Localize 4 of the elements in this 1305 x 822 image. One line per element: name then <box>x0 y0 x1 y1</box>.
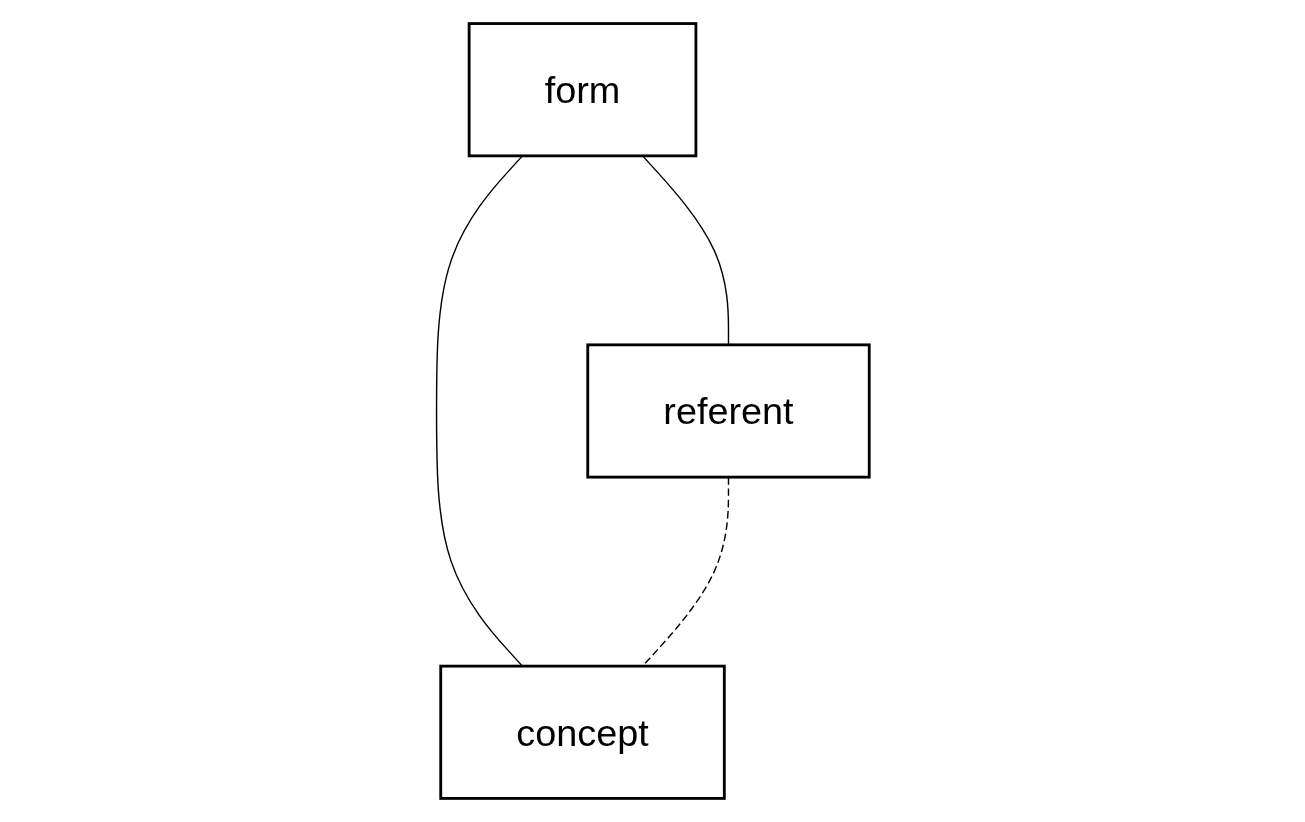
node-box: concept <box>438 664 726 800</box>
connector <box>435 155 523 667</box>
node-box: form <box>467 22 697 158</box>
node-box: referent <box>585 343 871 479</box>
